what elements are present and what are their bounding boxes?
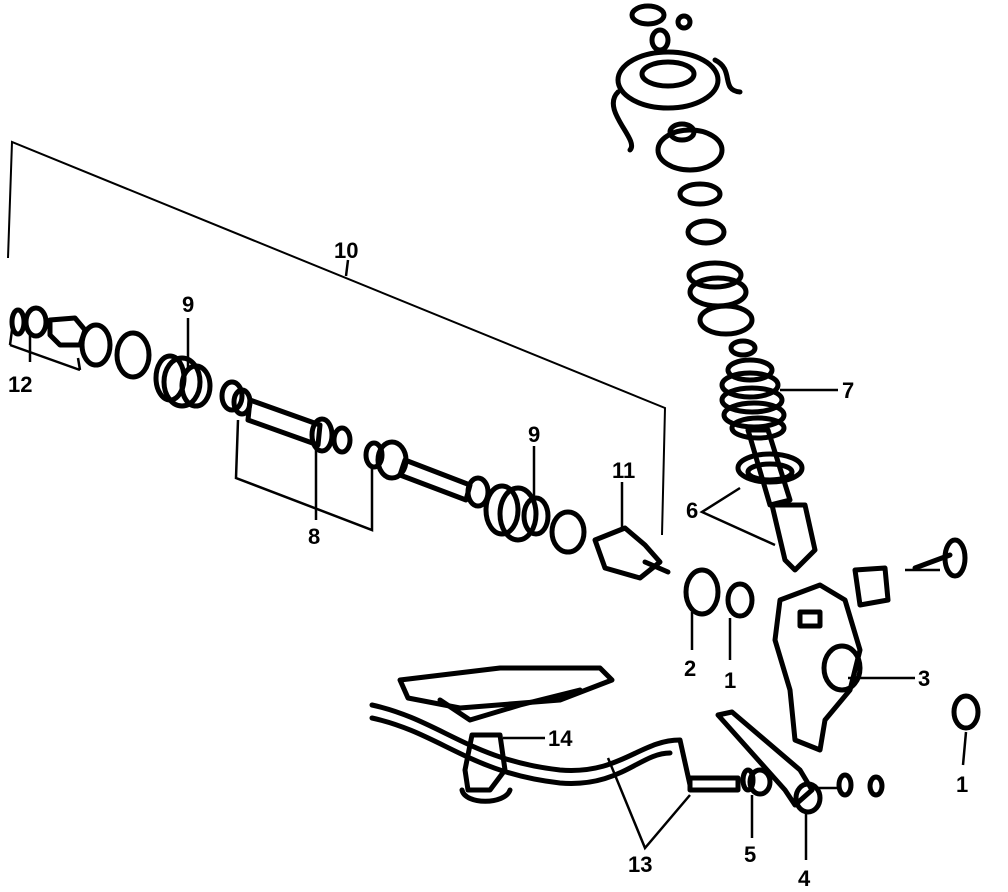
- callout-6: 6: [686, 498, 698, 523]
- callout-9-outer: 9: [528, 422, 540, 447]
- outer-boot-9: [465, 475, 587, 555]
- callout-13: 13: [628, 852, 652, 877]
- callout-10: 10: [334, 238, 358, 263]
- callout-14: 14: [548, 726, 573, 751]
- callout-11: 11: [612, 458, 635, 483]
- steering-knuckle-3: [772, 537, 968, 753]
- callout-3: 3: [918, 666, 930, 691]
- stabilizer-bar-13: [369, 702, 693, 788]
- callout-4: 4: [798, 866, 811, 891]
- intermediate-shaft: [245, 397, 473, 503]
- callout-5: 5: [744, 842, 756, 867]
- leader-lines: [8, 318, 968, 860]
- strut-mount-stack: [610, 3, 758, 358]
- seal-2: [683, 567, 721, 617]
- nut-1: [725, 581, 755, 619]
- callout-12: 12: [8, 372, 32, 397]
- outer-cv-joint-11: [592, 525, 671, 581]
- callout-1-hub: 1: [724, 668, 736, 693]
- stabilizer-bracket-14: [459, 732, 513, 804]
- callout-2: 2: [684, 656, 696, 681]
- stabilizer-link-4: [687, 709, 885, 815]
- lower-control-arm: [397, 665, 615, 723]
- strut-assembly: [719, 357, 818, 573]
- halfshaft-assembly-bracket: [7, 140, 667, 536]
- inner-cv-joint-12: [9, 305, 152, 380]
- callout-1-right: 1: [956, 772, 968, 797]
- callout-7: 7: [842, 378, 854, 403]
- inner-boot-9: [153, 353, 253, 417]
- callout-9-inner: 9: [182, 292, 194, 317]
- callout-8: 8: [308, 524, 320, 549]
- nut-1-right: [951, 693, 981, 731]
- callout-labels: 10 9 9 12 8 11 7 6 3 2 1 1 14 13 5 4: [8, 238, 968, 891]
